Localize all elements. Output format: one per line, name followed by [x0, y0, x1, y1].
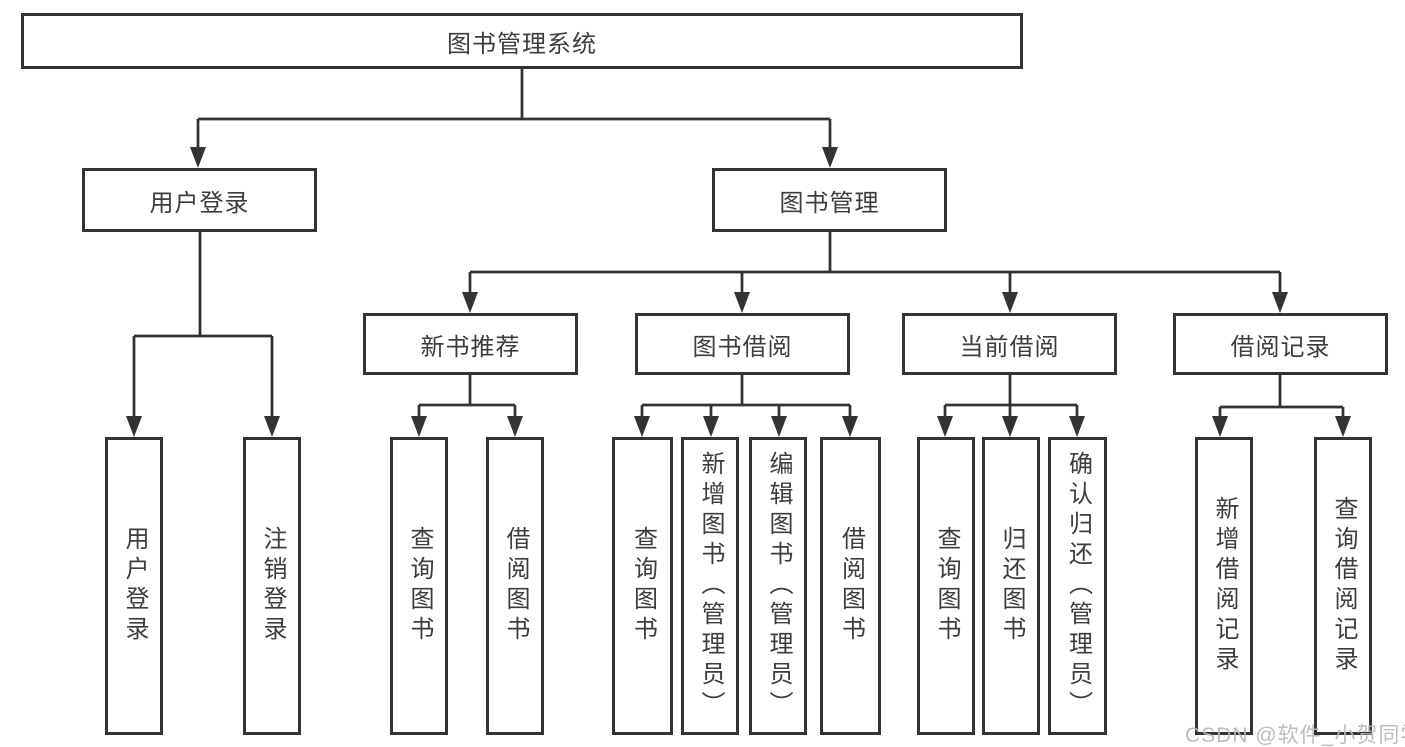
leaf-search-books-recommend: 查询图书 [390, 437, 448, 735]
root-node-library-system: 图书管理系统 [21, 13, 1023, 69]
node-book-borrowing: 图书借阅 [635, 313, 850, 375]
node-user-login: 用户登录 [82, 168, 317, 232]
leaf-borrow-books-recommend: 借阅图书 [486, 437, 544, 735]
leaf-borrow-books: 借阅图书 [820, 437, 881, 735]
leaf-user-login: 用户登录 [105, 437, 163, 735]
leaf-search-borrow-record: 查询借阅记录 [1314, 437, 1372, 735]
leaf-edit-books-admin: 编辑图书（管理员） [749, 437, 807, 735]
csdn-watermark: CSDN @软件_小贺同学 [1185, 724, 1405, 747]
leaf-search-books-borrow: 查询图书 [612, 437, 673, 735]
leaf-return-books: 归还图书 [982, 437, 1040, 735]
arrowheads [126, 147, 1351, 437]
leaf-search-books-current: 查询图书 [917, 437, 975, 735]
node-current-borrowing: 当前借阅 [902, 313, 1117, 375]
node-borrowing-records: 借阅记录 [1173, 313, 1388, 375]
leaf-confirm-return-admin: 确认归还（管理员） [1048, 437, 1107, 735]
leaf-logout: 注销登录 [243, 437, 301, 735]
leaf-add-borrow-record: 新增借阅记录 [1195, 437, 1253, 735]
leaf-add-books-admin: 新增图书（管理员） [681, 437, 739, 735]
node-new-book-recommendation: 新书推荐 [363, 313, 578, 375]
node-book-management: 图书管理 [712, 168, 947, 232]
